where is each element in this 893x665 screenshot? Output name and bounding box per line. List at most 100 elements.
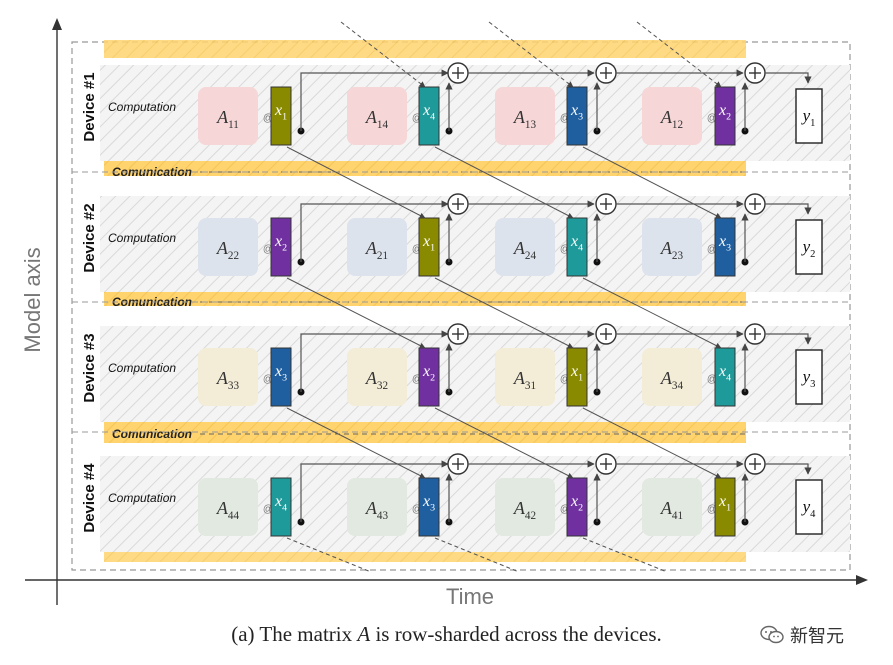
vector-block-label: x4 [422, 102, 435, 122]
vector-block-label: x1 [718, 493, 731, 513]
matrix-block-label: A31 [513, 368, 536, 392]
vector-block-label: x2 [422, 363, 435, 383]
output-block [795, 219, 823, 275]
caption-suffix: is row-sharded across the devices. [370, 622, 662, 646]
device-label: Device #3 [81, 333, 98, 402]
matmul-symbol: @ [707, 504, 717, 515]
vector-transfer-arrow [434, 146, 574, 219]
vector-block-label: x3 [274, 363, 287, 383]
matrix-block [642, 87, 702, 145]
vector-block [418, 347, 440, 407]
output-block [795, 88, 823, 144]
matrix-block-label: A41 [660, 498, 683, 522]
matmul-symbol: @ [560, 374, 570, 385]
output-line [765, 333, 812, 345]
vector-block [714, 86, 736, 146]
output-line [765, 463, 812, 475]
vector-block [566, 86, 588, 146]
watermark: 新智元 [760, 622, 844, 648]
output-block-label: y1 [801, 106, 816, 129]
matmul-symbol: @ [560, 244, 570, 255]
vector-block-label: x3 [422, 493, 435, 513]
vector-block-label: x2 [274, 233, 287, 253]
vector-transfer-arrow [582, 277, 722, 349]
matrix-block-label: A24 [513, 238, 537, 262]
comm-band-top [104, 40, 746, 58]
vector-block-label: x2 [570, 493, 583, 513]
matrix-block [347, 348, 407, 406]
vector-block-label: x3 [570, 102, 583, 122]
device-label: Device #4 [81, 463, 98, 533]
vector-block-label: x2 [718, 102, 731, 122]
axes: Model axis Time [20, 18, 868, 609]
matrix-block-label: A44 [216, 498, 240, 522]
matmul-symbol: @ [412, 244, 422, 255]
computation-label: Computation [108, 361, 176, 375]
computation-label: Computation [108, 491, 176, 505]
wraparound-in-arrow [340, 21, 426, 88]
vector-block-label: x4 [274, 493, 287, 513]
vector-block [270, 217, 292, 277]
matrix-block [642, 478, 702, 536]
watermark-text: 新智元 [790, 626, 844, 647]
matmul-symbol: @ [412, 504, 422, 515]
matrix-block-label: A11 [216, 107, 239, 131]
accumulate-line [300, 460, 449, 522]
matmul-symbol: @ [263, 504, 273, 515]
output-block [795, 349, 823, 405]
computation-label: Computation [108, 231, 176, 245]
accumulate-line [300, 200, 449, 262]
matrix-block [198, 478, 258, 536]
vector-block [566, 477, 588, 537]
matrix-block-label: A42 [513, 498, 536, 522]
matrix-block-label: A22 [216, 238, 239, 262]
matmul-symbol: @ [412, 113, 422, 124]
wraparound-out-arrow [286, 537, 372, 573]
matrix-block-label: A34 [660, 368, 684, 392]
matrix-block [198, 218, 258, 276]
vector-transfer-arrow [434, 277, 574, 349]
matrix-block-label: A14 [365, 107, 389, 131]
wraparound-in-arrow [488, 21, 574, 88]
matrix-block [198, 348, 258, 406]
vector-block [714, 477, 736, 537]
vector-block [270, 86, 292, 146]
vector-transfer-arrow [582, 407, 722, 479]
outer-frame [71, 41, 851, 571]
vector-block [566, 347, 588, 407]
x-axis-arrow [856, 575, 868, 585]
accumulate-line [300, 69, 449, 131]
vector-block [418, 86, 440, 146]
device-label: Device #1 [81, 72, 98, 141]
output-block-label: y2 [801, 237, 816, 260]
matrix-block-label: A43 [365, 498, 389, 522]
vector-block [714, 347, 736, 407]
matrix-block [347, 87, 407, 145]
matmul-symbol: @ [263, 374, 273, 385]
matrix-block [347, 478, 407, 536]
matrix-block-label: A23 [660, 238, 684, 262]
matrix-block-label: A21 [365, 238, 388, 262]
matrix-block [642, 348, 702, 406]
matrix-block [347, 218, 407, 276]
matrix-block-label: A33 [216, 368, 240, 392]
matrix-block-label: A32 [365, 368, 388, 392]
matmul-symbol: @ [263, 244, 273, 255]
vector-transfer-arrow [286, 407, 426, 479]
vector-block [418, 217, 440, 277]
vector-block-label: x1 [570, 363, 583, 383]
matrix-block [495, 348, 555, 406]
wraparound-out-arrow [582, 537, 668, 573]
vector-block-label: x1 [422, 233, 435, 253]
y-axis-arrow [52, 18, 62, 30]
vector-block [714, 217, 736, 277]
matrix-block-label: A12 [660, 107, 683, 131]
computation-label: Computation [108, 100, 176, 114]
output-line [765, 72, 812, 84]
caption-variable: A [357, 622, 371, 646]
output-block [795, 479, 823, 535]
matrix-block-label: A13 [513, 107, 537, 131]
matrix-block [495, 87, 555, 145]
